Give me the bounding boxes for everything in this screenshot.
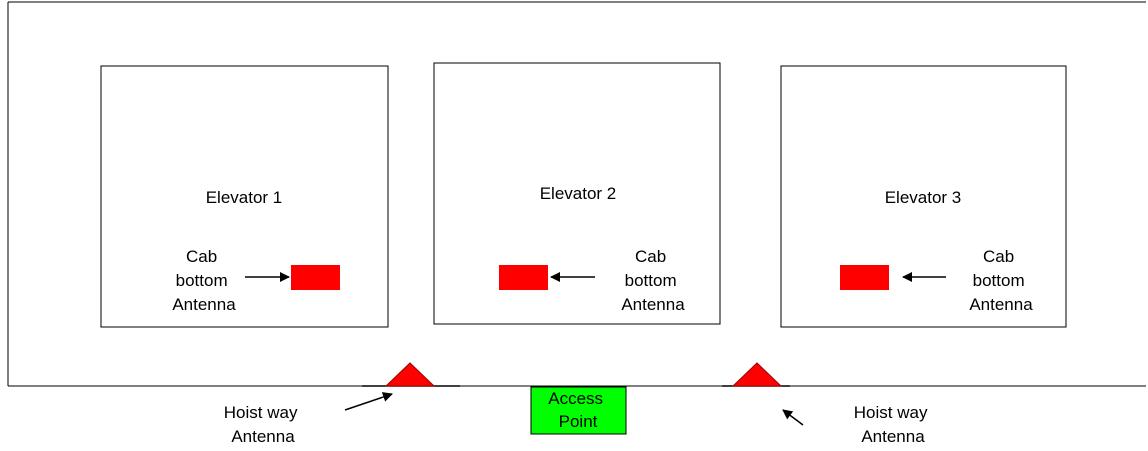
access-point-box xyxy=(530,386,627,435)
hoistway-antenna-1-arrow xyxy=(344,392,393,411)
access-point: Access Point xyxy=(530,386,627,435)
cab-antenna-1-label: Cab bottom Antenna xyxy=(172,247,236,314)
elevator-3-car xyxy=(780,65,1067,328)
hoistway-antenna-2-label: Hoist way Antenna xyxy=(854,403,932,446)
hoistway-antenna-1-label: Hoist way Antenna xyxy=(224,403,302,446)
hoistway-antenna-1-triangle xyxy=(384,362,436,387)
cab-antenna-2-label: Cab bottom Antenna xyxy=(621,247,685,314)
hoistway-antenna-2-triangle xyxy=(731,362,783,387)
elevator-1-car xyxy=(100,65,389,328)
cab-antenna-3-label: Cab bottom Antenna xyxy=(969,247,1033,314)
cab-bottom-antenna-1 xyxy=(291,265,340,290)
elevator-1: Elevator 1 Cab bottom Antenna xyxy=(100,65,389,328)
elevator-2-car xyxy=(433,62,721,325)
cab-bottom-antenna-3 xyxy=(840,265,889,290)
hoistway-antenna-2-arrow xyxy=(782,409,804,426)
elevator-2: Elevator 2 Cab bottom Antenna xyxy=(433,62,721,325)
elevator-3: Elevator 3 Cab bottom Antenna xyxy=(780,65,1067,328)
cab-bottom-antenna-2 xyxy=(499,265,548,290)
elevator-1-label: Elevator 1 xyxy=(206,188,283,207)
hoistway-antenna-2: Hoist way Antenna xyxy=(731,362,932,446)
elevator-2-label: Elevator 2 xyxy=(540,184,617,203)
access-point-label: Access Point xyxy=(548,389,608,431)
hoistway-antenna-1: Hoist way Antenna xyxy=(224,362,436,446)
elevator-3-label: Elevator 3 xyxy=(885,188,962,207)
